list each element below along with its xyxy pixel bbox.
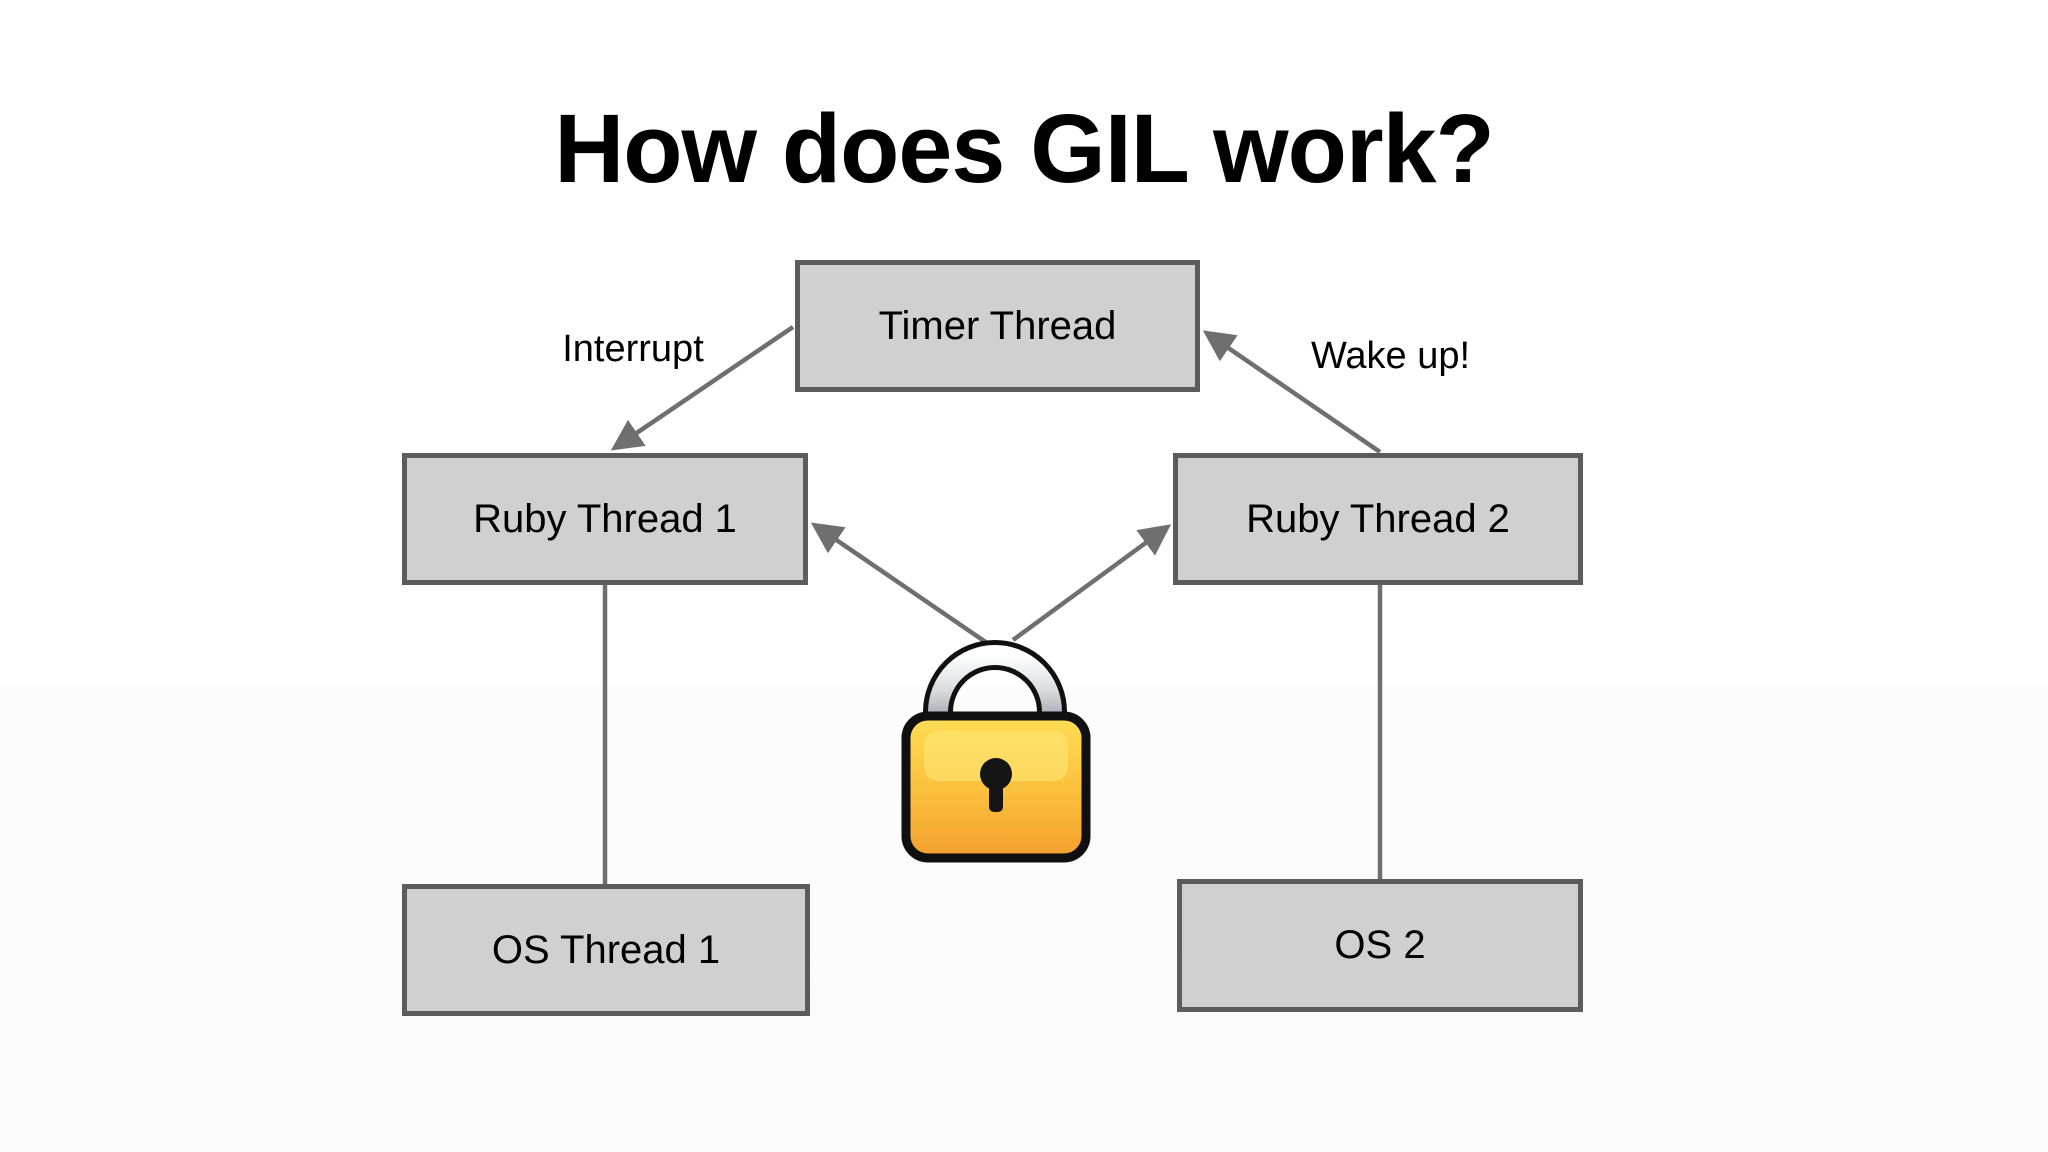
gil-to-ruby2-arrow [1011,524,1172,642]
edge-label-interrupt: Interrupt [562,328,704,370]
node-ruby-thread-2-label: Ruby Thread 2 [1246,496,1510,541]
edge-label-wakeup: Wake up! [1310,335,1471,377]
node-ruby-thread-2: Ruby Thread 2 [1173,453,1583,585]
lock-icon [901,640,1091,863]
node-timer-thread-label: Timer Thread [878,303,1117,348]
node-timer-thread: Timer Thread [795,260,1200,392]
node-os-2-label: OS 2 [1334,923,1426,967]
node-ruby-thread-1: Ruby Thread 1 [402,453,808,585]
node-ruby-thread-1-label: Ruby Thread 1 [473,496,737,541]
node-os-thread-1-label: OS Thread 1 [491,927,721,972]
interrupt-arrow [610,325,795,451]
node-os-2: OS 2 [1177,879,1583,1012]
page-title: How does GIL work? [554,94,1495,203]
gil-to-ruby1-arrow [810,522,989,645]
wakeup-arrow [1202,330,1382,454]
node-os-thread-1: OS Thread 1 [402,884,810,1016]
